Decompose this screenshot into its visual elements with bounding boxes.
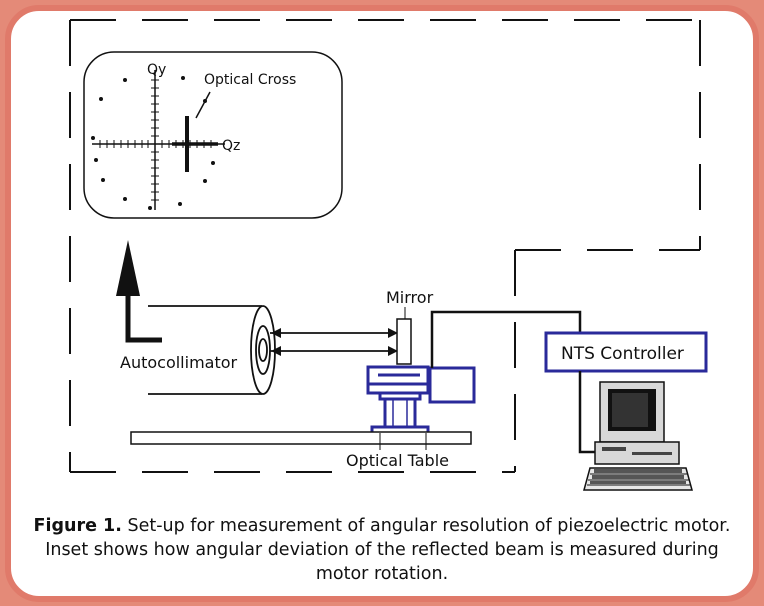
piezo-motor-stage	[366, 365, 476, 435]
nts-controller-box	[544, 331, 708, 373]
optical-table	[130, 431, 472, 445]
pc-cable	[578, 371, 600, 454]
optical-cross-label: Optical Cross	[204, 72, 296, 88]
beam-arrow-return-top	[271, 328, 281, 338]
qz-label: Qz	[222, 138, 240, 154]
autocollimator	[148, 305, 390, 395]
axis-ticks	[99, 79, 212, 201]
beam-to-inset-arrow	[116, 240, 162, 343]
optical-cross-pointer	[195, 91, 211, 119]
figure-caption-text: Set-up for measurement of angular resolu…	[45, 516, 731, 584]
optical-table-label: Optical Table	[346, 451, 449, 470]
mirror-label: Mirror	[386, 288, 434, 307]
beam-arrow-top	[388, 328, 398, 338]
qy-label: Qy	[147, 62, 166, 78]
nts-controller-label: NTS Controller	[561, 344, 684, 364]
beam-arrow-bottom	[388, 346, 398, 356]
mirror	[396, 318, 412, 365]
inset-screen: Qy Qz Optical Cross	[83, 51, 343, 219]
figure-label: Figure 1.	[33, 516, 122, 536]
motor-cable	[430, 310, 582, 368]
calibration-dots	[91, 76, 215, 210]
dashed-enclosure	[69, 19, 701, 473]
figure-caption: Figure 1. Set-up for measurement of angu…	[30, 514, 734, 586]
beam-arrow-return-bottom	[271, 346, 281, 356]
computer-icon	[583, 381, 693, 491]
autocollimator-label: Autocollimator	[120, 353, 238, 372]
